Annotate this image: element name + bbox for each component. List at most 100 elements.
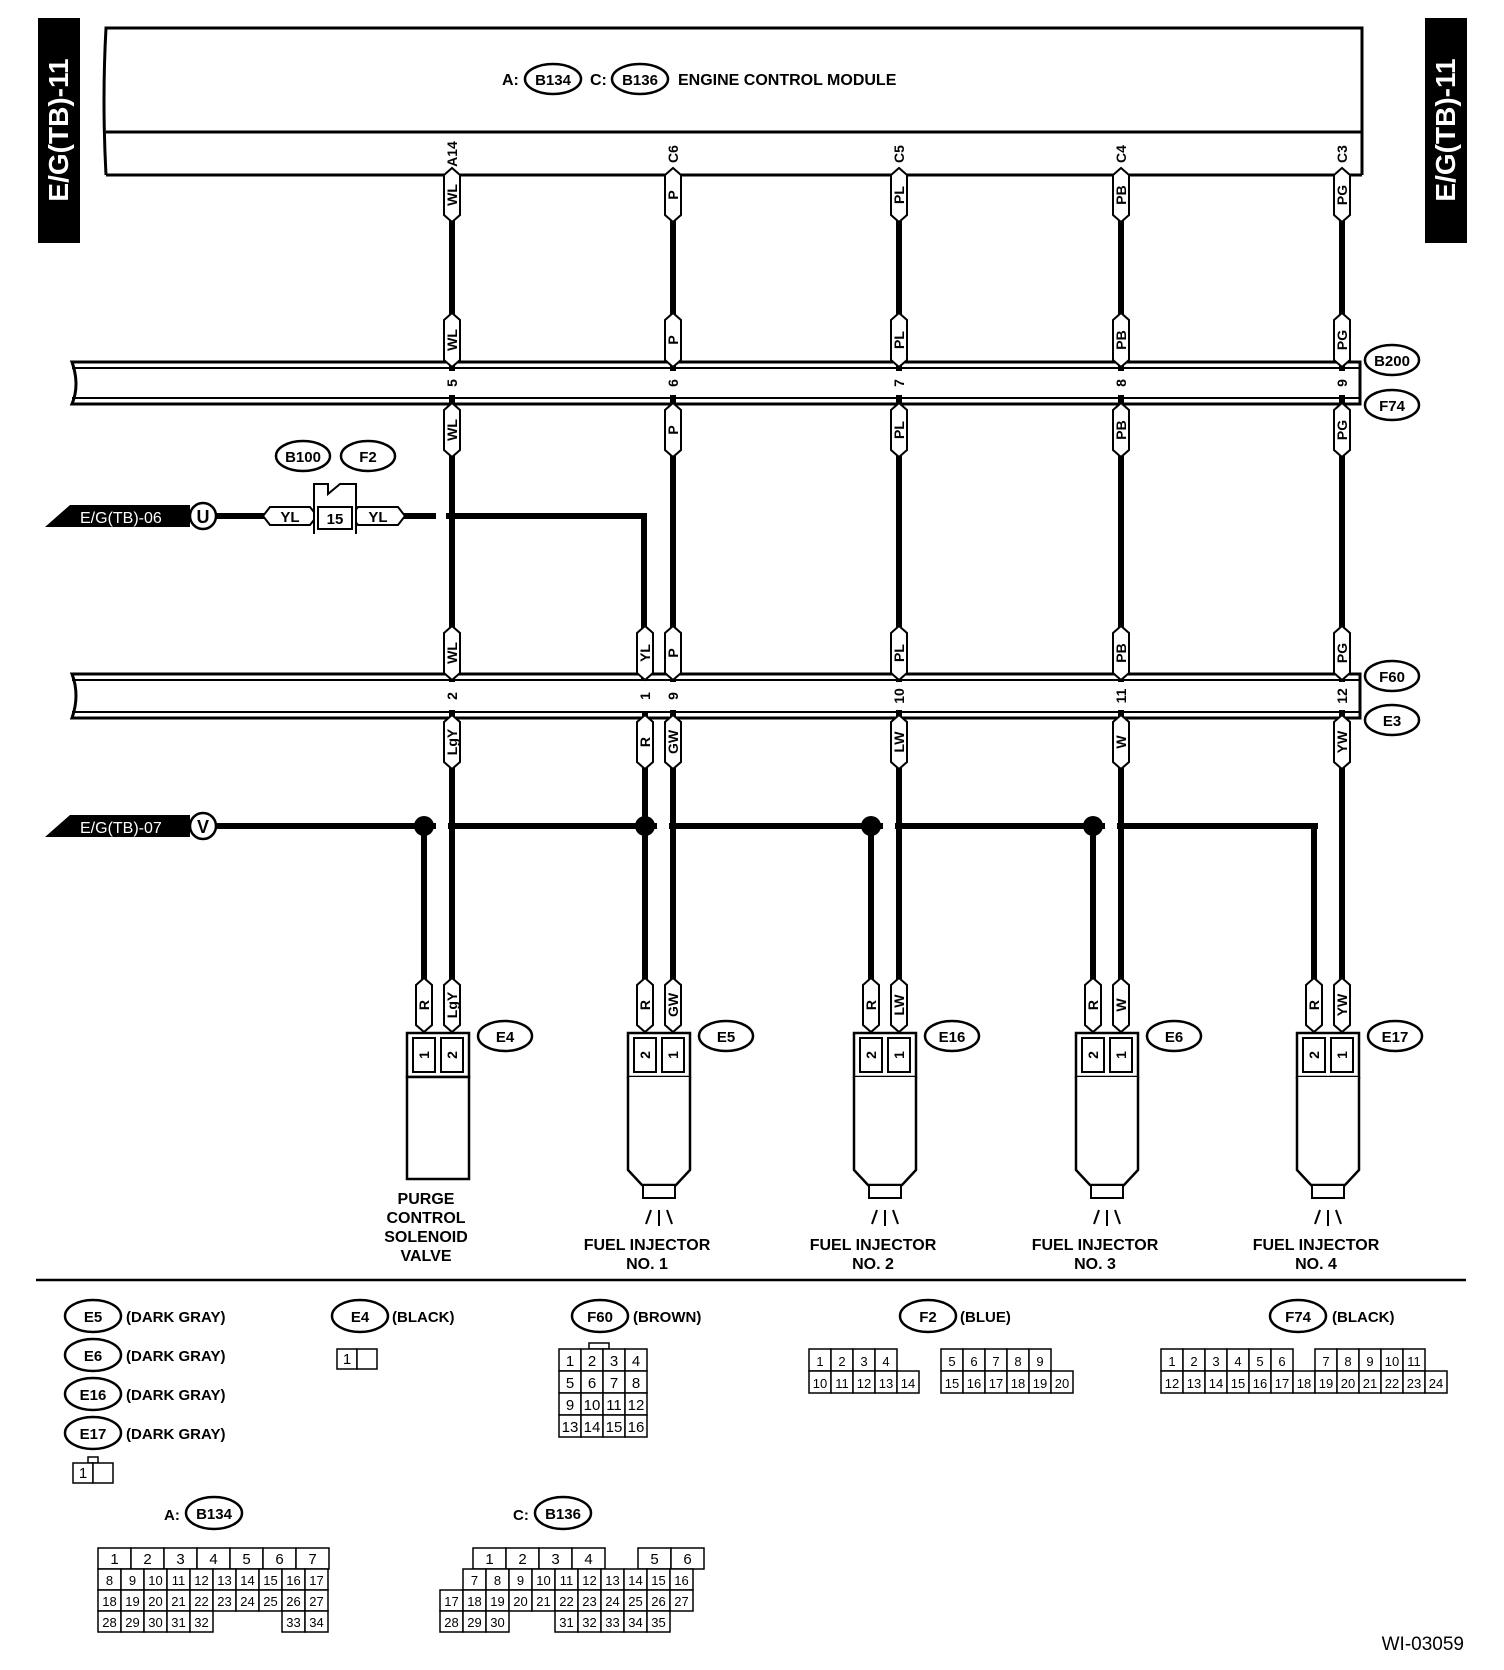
comp-2-wire-left: R	[636, 976, 654, 1034]
legend-b136-oval	[533, 1495, 593, 1531]
junction-dot-4	[1083, 816, 1103, 836]
comp-2-wire-right-text: GW	[665, 992, 681, 1017]
right-side-tab-label: E/G(TB)-11	[1430, 58, 1461, 201]
ecm-pin-2: C6	[665, 145, 681, 163]
yl-branch-wire	[216, 513, 647, 680]
b134-pinout-pin: 15	[263, 1573, 277, 1588]
b134-pinout-pin: 8	[106, 1573, 113, 1588]
comp-4-wire-right: W	[1112, 976, 1130, 1034]
ecm-a-connector: B134	[535, 72, 572, 89]
legend-f74: F74	[1285, 1309, 1312, 1326]
comp-5-wire-right-text: YW	[1334, 993, 1350, 1016]
comp-1-wire-right-text: LgY	[444, 991, 460, 1018]
ecm-pin-box-1	[444, 134, 460, 174]
comp-3-wire-right: LW	[890, 976, 908, 1034]
legend-e4-color: (BLACK)	[392, 1309, 454, 1326]
b100-label: B100	[285, 449, 321, 466]
b136-pinout-pin: 21	[536, 1594, 550, 1609]
f2-pinout-pin: 2	[838, 1354, 845, 1369]
f60-pinout-pin: 15	[606, 1419, 623, 1436]
wire-tag-e3-3-text: LW	[891, 731, 907, 753]
e4-pinout-pin: 1	[343, 1351, 351, 1368]
f2-pinout-pin: 8	[1014, 1354, 1021, 1369]
ecm-pin-4: C4	[1113, 145, 1129, 163]
junction-dot-1	[414, 816, 434, 836]
wire-tag-ecm-4-text: PB	[1113, 185, 1129, 204]
b200-pin-box-5	[1334, 371, 1350, 395]
f2-pinout-pin: 5	[948, 1354, 955, 1369]
wire-tag-b200-1: WL	[443, 311, 461, 369]
wire-tag-f60-4: PB	[1112, 624, 1130, 682]
legend-f2: F2	[919, 1309, 937, 1326]
b134-pinout-pin: 13	[217, 1573, 231, 1588]
wire-tag-ecm-1-text: WL	[444, 184, 460, 206]
comp-4-pin-right: 1	[1113, 1051, 1129, 1059]
b136-pinout-pin: 29	[467, 1615, 481, 1630]
e3-pin-4: 11	[1113, 688, 1129, 703]
b136-pinout-pin: 17	[444, 1594, 458, 1609]
f74-pinout-pin: 13	[1187, 1376, 1201, 1391]
comp-5-connector-id: E17	[1366, 1019, 1424, 1053]
wire-tag-e3-1-text: LgY	[444, 728, 460, 755]
comp-4-wire-left-text: R	[1085, 1000, 1101, 1010]
f74-pinout-pin: 5	[1256, 1354, 1263, 1369]
comp-1-pin-left: 1	[416, 1051, 432, 1059]
e3-pin-5: 12	[1334, 688, 1350, 704]
f2-pinout-pin: 14	[901, 1376, 915, 1391]
comp-3-connector-id-text: E16	[939, 1029, 966, 1046]
legend-f2-color: (BLUE)	[960, 1309, 1011, 1326]
comp-3-wire-right-text: LW	[891, 994, 907, 1016]
ecm-pin-1: A14	[444, 141, 460, 167]
comp-5-label-line-1: FUEL INJECTOR	[1253, 1237, 1380, 1254]
f74-pinout-pin: 10	[1385, 1354, 1399, 1369]
legend-e17: E17	[80, 1426, 107, 1443]
b200-label: B200	[1374, 353, 1410, 370]
b134-pinout-pin: 23	[217, 1594, 231, 1609]
f60-label: F60	[1379, 669, 1405, 686]
wire-tag-b200-4: PB	[1112, 311, 1130, 369]
e3-pin-1: 2	[444, 692, 460, 700]
f60-pinout-pin: 11	[606, 1397, 622, 1414]
f74-pinout-pin: 22	[1385, 1376, 1399, 1391]
comp-3-label-line-2: NO. 2	[852, 1256, 894, 1273]
b136-pinout-top-pin: 5	[650, 1551, 658, 1568]
f2-pinout-pin: 1	[816, 1354, 823, 1369]
b136-pinout-pin: 24	[605, 1594, 619, 1609]
f74-pinout-pin: 2	[1190, 1354, 1197, 1369]
wire-tag-b200-2-text: P	[665, 335, 681, 344]
yl-tag-f60-text: YL	[637, 644, 653, 662]
f60-pinout-pin: 6	[588, 1375, 596, 1392]
f2-pinout-pin: 6	[970, 1354, 977, 1369]
wire-tag-f60-4-text: PB	[1113, 643, 1129, 662]
b134-pinout-pin: 21	[171, 1594, 185, 1609]
left-side-tab-label: E/G(TB)-11	[43, 58, 74, 201]
wire-tag-b200-4-text: PB	[1113, 330, 1129, 349]
comp-2-pin-left: 2	[637, 1051, 653, 1059]
f74-pinout-pin: 1	[1168, 1354, 1175, 1369]
b136-pinout-pin: 8	[494, 1573, 501, 1588]
b200-pin-4: 8	[1113, 379, 1129, 387]
ecm-pin-3: C5	[891, 145, 907, 163]
wire-tag-f60-5: PG	[1333, 624, 1351, 682]
ecm-a-prefix: A:	[502, 72, 519, 89]
comp-2-wire-right: GW	[664, 976, 682, 1034]
e3-pin-box-4	[1113, 682, 1129, 710]
e3-label: E3	[1383, 713, 1401, 730]
comp-3-pin-left: 2	[863, 1051, 879, 1059]
wire-tag-f74-3-text: PL	[891, 421, 907, 439]
wire-tag-f60-3-text: PL	[891, 644, 907, 662]
wire-tag-f60-2: P	[664, 624, 682, 682]
f2-pinout-pin: 15	[945, 1376, 959, 1391]
b200-f74-connector-bar	[69, 360, 1362, 406]
b136-pinout-pin: 14	[628, 1573, 642, 1588]
comp-1-wire-left: R	[415, 976, 433, 1034]
b134-pinout-pin: 16	[286, 1573, 300, 1588]
